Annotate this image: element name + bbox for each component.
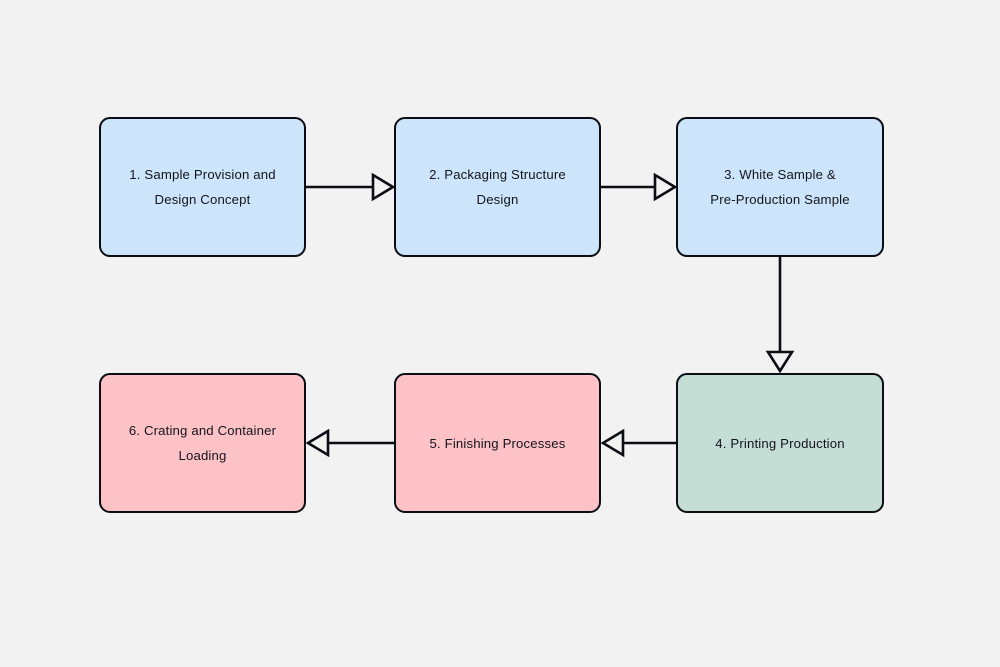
flow-node-label: 5. Finishing Processes [429, 435, 566, 451]
flow-node-printing-production[interactable]: 4. Printing Production [676, 373, 884, 513]
arrowhead-right-icon [371, 172, 396, 202]
flow-node-sample-provision-and-design-concept[interactable]: 1. Sample Provision and Design Concept [99, 117, 306, 257]
flow-node-finishing-processes[interactable]: 5. Finishing Processes [394, 373, 601, 513]
flow-node-packaging-structure-design[interactable]: 2. Packaging Structure Design [394, 117, 601, 257]
arrowhead-down-icon [765, 350, 795, 374]
flow-node-label: 1. Sample Provision and Design Concept [129, 167, 276, 207]
edge-node1-to-node2 [306, 172, 396, 202]
edge-node5-to-node6 [305, 428, 394, 458]
edge-node4-to-node5 [600, 428, 676, 458]
flow-node-label: 4. Printing Production [715, 435, 845, 451]
edge-node2-to-node3 [601, 172, 678, 202]
flow-node-label: 2. Packaging Structure Design [429, 167, 566, 207]
edge-node3-to-node4 [765, 257, 795, 374]
arrowhead-left-icon [600, 428, 625, 458]
arrowhead-left-icon [305, 428, 330, 458]
flow-node-white-sample-and-pre-production-sample[interactable]: 3. White Sample & Pre-Production Sample [676, 117, 884, 257]
arrowhead-right-icon [653, 172, 678, 202]
flow-node-crating-and-container-loading[interactable]: 6. Crating and Container Loading [99, 373, 306, 513]
flow-node-label: 6. Crating and Container Loading [128, 423, 277, 463]
flow-node-label: 3. White Sample & Pre-Production Sample [710, 167, 850, 207]
